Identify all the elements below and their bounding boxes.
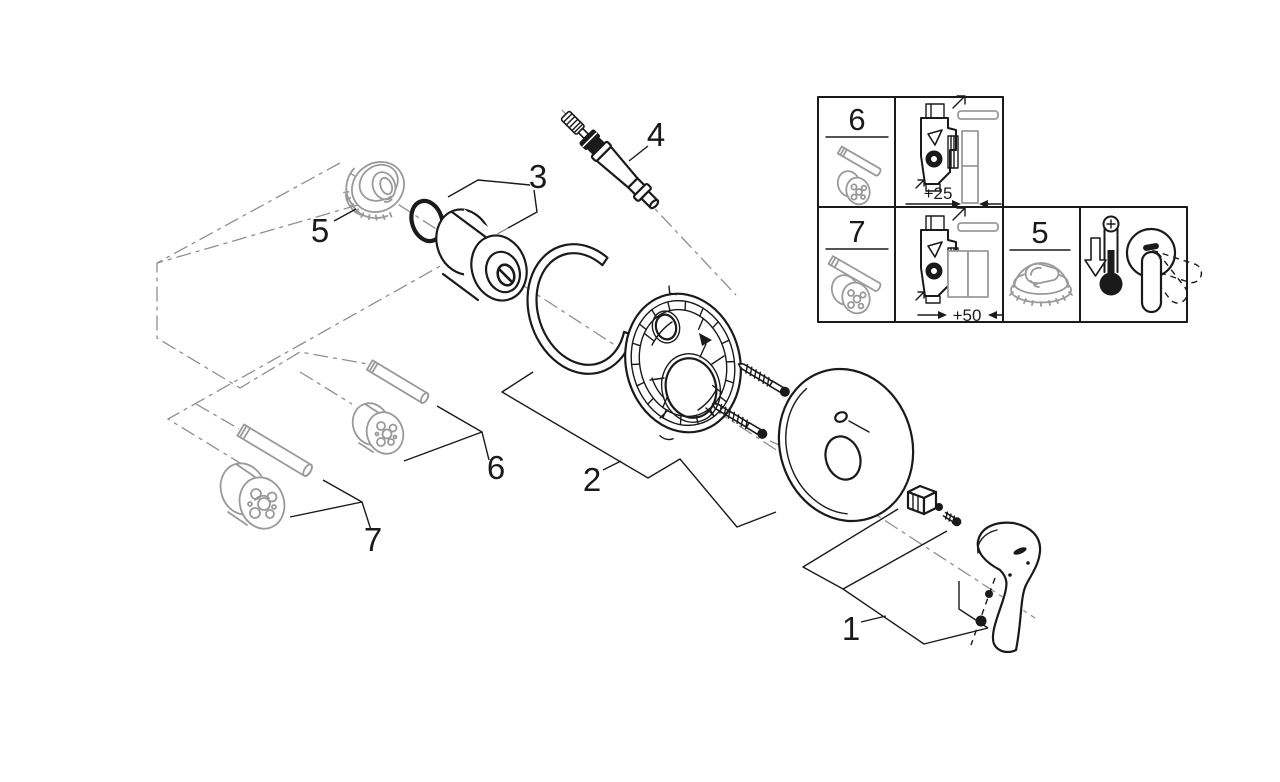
handle-screw <box>942 511 962 527</box>
inset-cell-25: +25 <box>905 130 1002 208</box>
escutcheon-plate <box>777 367 915 523</box>
handle-swing-icon <box>1125 227 1203 314</box>
part-5-cap <box>343 161 405 221</box>
part-6-extension-set <box>351 359 430 455</box>
cartridge-6 <box>351 402 405 455</box>
part-label-4: 4 <box>647 116 665 153</box>
part-label-2: 2 <box>583 461 601 498</box>
mounting-plate <box>624 285 742 441</box>
dim-25-text: +25 <box>924 184 953 203</box>
inset-cell-50: +50 <box>915 207 1003 325</box>
part-7-extension-set <box>219 423 313 530</box>
part-label-7: 7 <box>364 521 382 558</box>
inset-label-6: 6 <box>848 102 865 137</box>
inset-cell-6: 6 <box>825 102 889 206</box>
screw-lower <box>711 403 768 439</box>
c-ring <box>526 243 634 375</box>
thermometer-icon <box>1099 215 1123 296</box>
inset-label-7: 7 <box>848 214 865 249</box>
part-label-3: 3 <box>529 158 547 195</box>
arrow-down-icon <box>1084 237 1107 277</box>
inset-table: 6 <box>817 95 1203 325</box>
part-label-6: 6 <box>487 449 505 486</box>
part-number-labels: 1 2 3 4 5 6 7 <box>311 116 860 647</box>
cap-icon <box>1009 262 1073 307</box>
o-ring <box>409 198 445 244</box>
leader-lines <box>289 145 989 645</box>
inset-cell-7: 7 <box>825 214 889 315</box>
adapter-cube <box>906 484 943 516</box>
cartridge-7 <box>219 462 286 530</box>
inset-label-5: 5 <box>1031 215 1048 250</box>
valve-body-icon <box>915 95 999 192</box>
inset-cell-temp <box>1084 215 1203 314</box>
part-label-1: 1 <box>842 610 860 647</box>
part-1-handle-set <box>906 484 1042 654</box>
part-label-5: 5 <box>311 212 329 249</box>
part-3-sleeve-and-oring <box>409 198 528 302</box>
fixing-dash-line <box>970 577 996 646</box>
part-4-spindle <box>560 110 660 210</box>
screw-upper <box>737 363 790 397</box>
inset-cell-5: 5 <box>1009 215 1073 307</box>
lever-handle <box>976 521 1042 654</box>
part-2-mounting-set <box>526 243 834 462</box>
dim-50-text: +50 <box>953 306 982 325</box>
